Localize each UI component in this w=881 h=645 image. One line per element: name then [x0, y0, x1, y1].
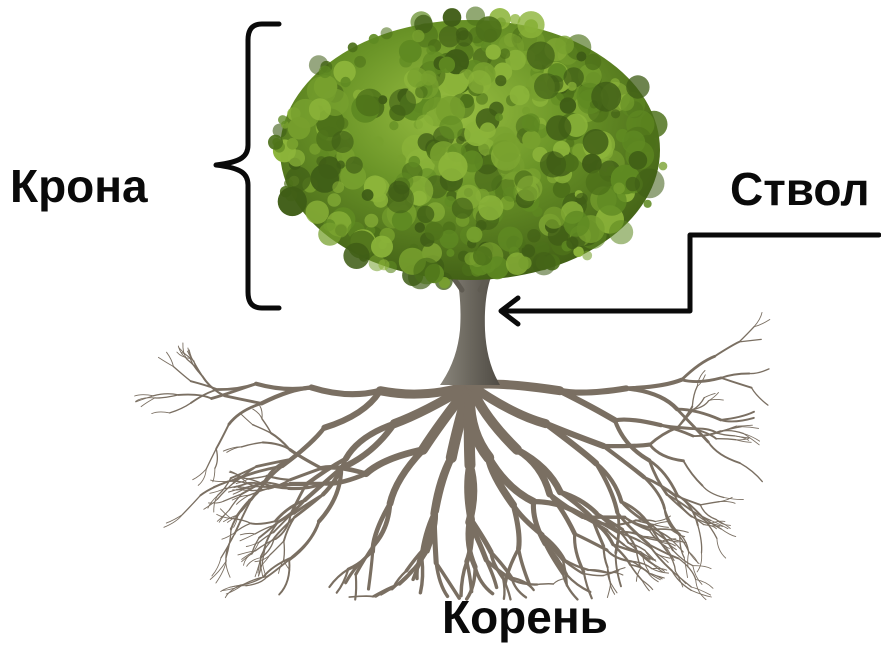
- root-label: Корень: [442, 594, 608, 640]
- crown-foliage: [268, 7, 668, 291]
- trunk-label: Ствол: [730, 166, 870, 212]
- roots-illustration: [135, 312, 770, 599]
- crown-label: Крона: [10, 163, 148, 209]
- curly-brace-icon: [216, 24, 279, 308]
